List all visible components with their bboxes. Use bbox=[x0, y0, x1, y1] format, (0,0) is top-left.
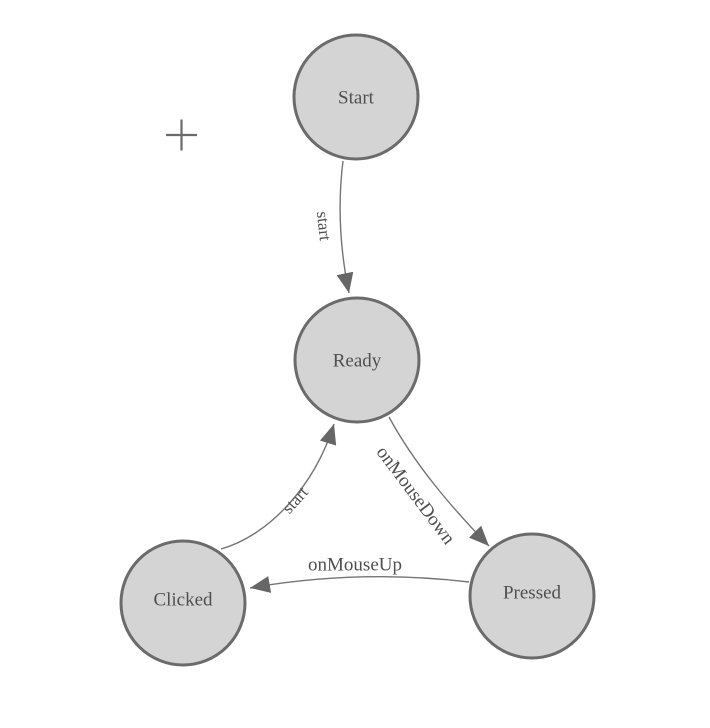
edge-pressed-to-clicked[interactable] bbox=[249, 576, 470, 593]
plus-crosshair-icon bbox=[166, 119, 197, 151]
node-ready-label: Ready bbox=[333, 350, 382, 371]
edge-start-to-ready[interactable] bbox=[336, 160, 354, 294]
edge-label-start-top: start bbox=[313, 210, 335, 241]
node-ready-circle[interactable] bbox=[293, 296, 421, 424]
node-pressed[interactable]: Pressed bbox=[468, 532, 596, 660]
edge-clicked-to-ready[interactable] bbox=[220, 423, 337, 550]
node-clicked[interactable]: Clicked bbox=[119, 539, 247, 667]
node-pressed-circle[interactable] bbox=[468, 532, 596, 660]
edge-ready-to-pressed[interactable] bbox=[388, 416, 490, 547]
node-start-circle[interactable] bbox=[292, 33, 420, 161]
node-clicked-label: Clicked bbox=[153, 589, 213, 610]
node-ready[interactable]: Ready bbox=[293, 296, 421, 424]
node-start-label: Start bbox=[338, 87, 375, 108]
node-clicked-circle[interactable] bbox=[119, 539, 247, 667]
edge-label-start-bottom: start bbox=[278, 483, 312, 518]
edge-label-onmouseup: onMouseUp bbox=[308, 554, 402, 575]
node-pressed-label: Pressed bbox=[503, 582, 562, 603]
node-start[interactable]: Start bbox=[292, 33, 420, 161]
